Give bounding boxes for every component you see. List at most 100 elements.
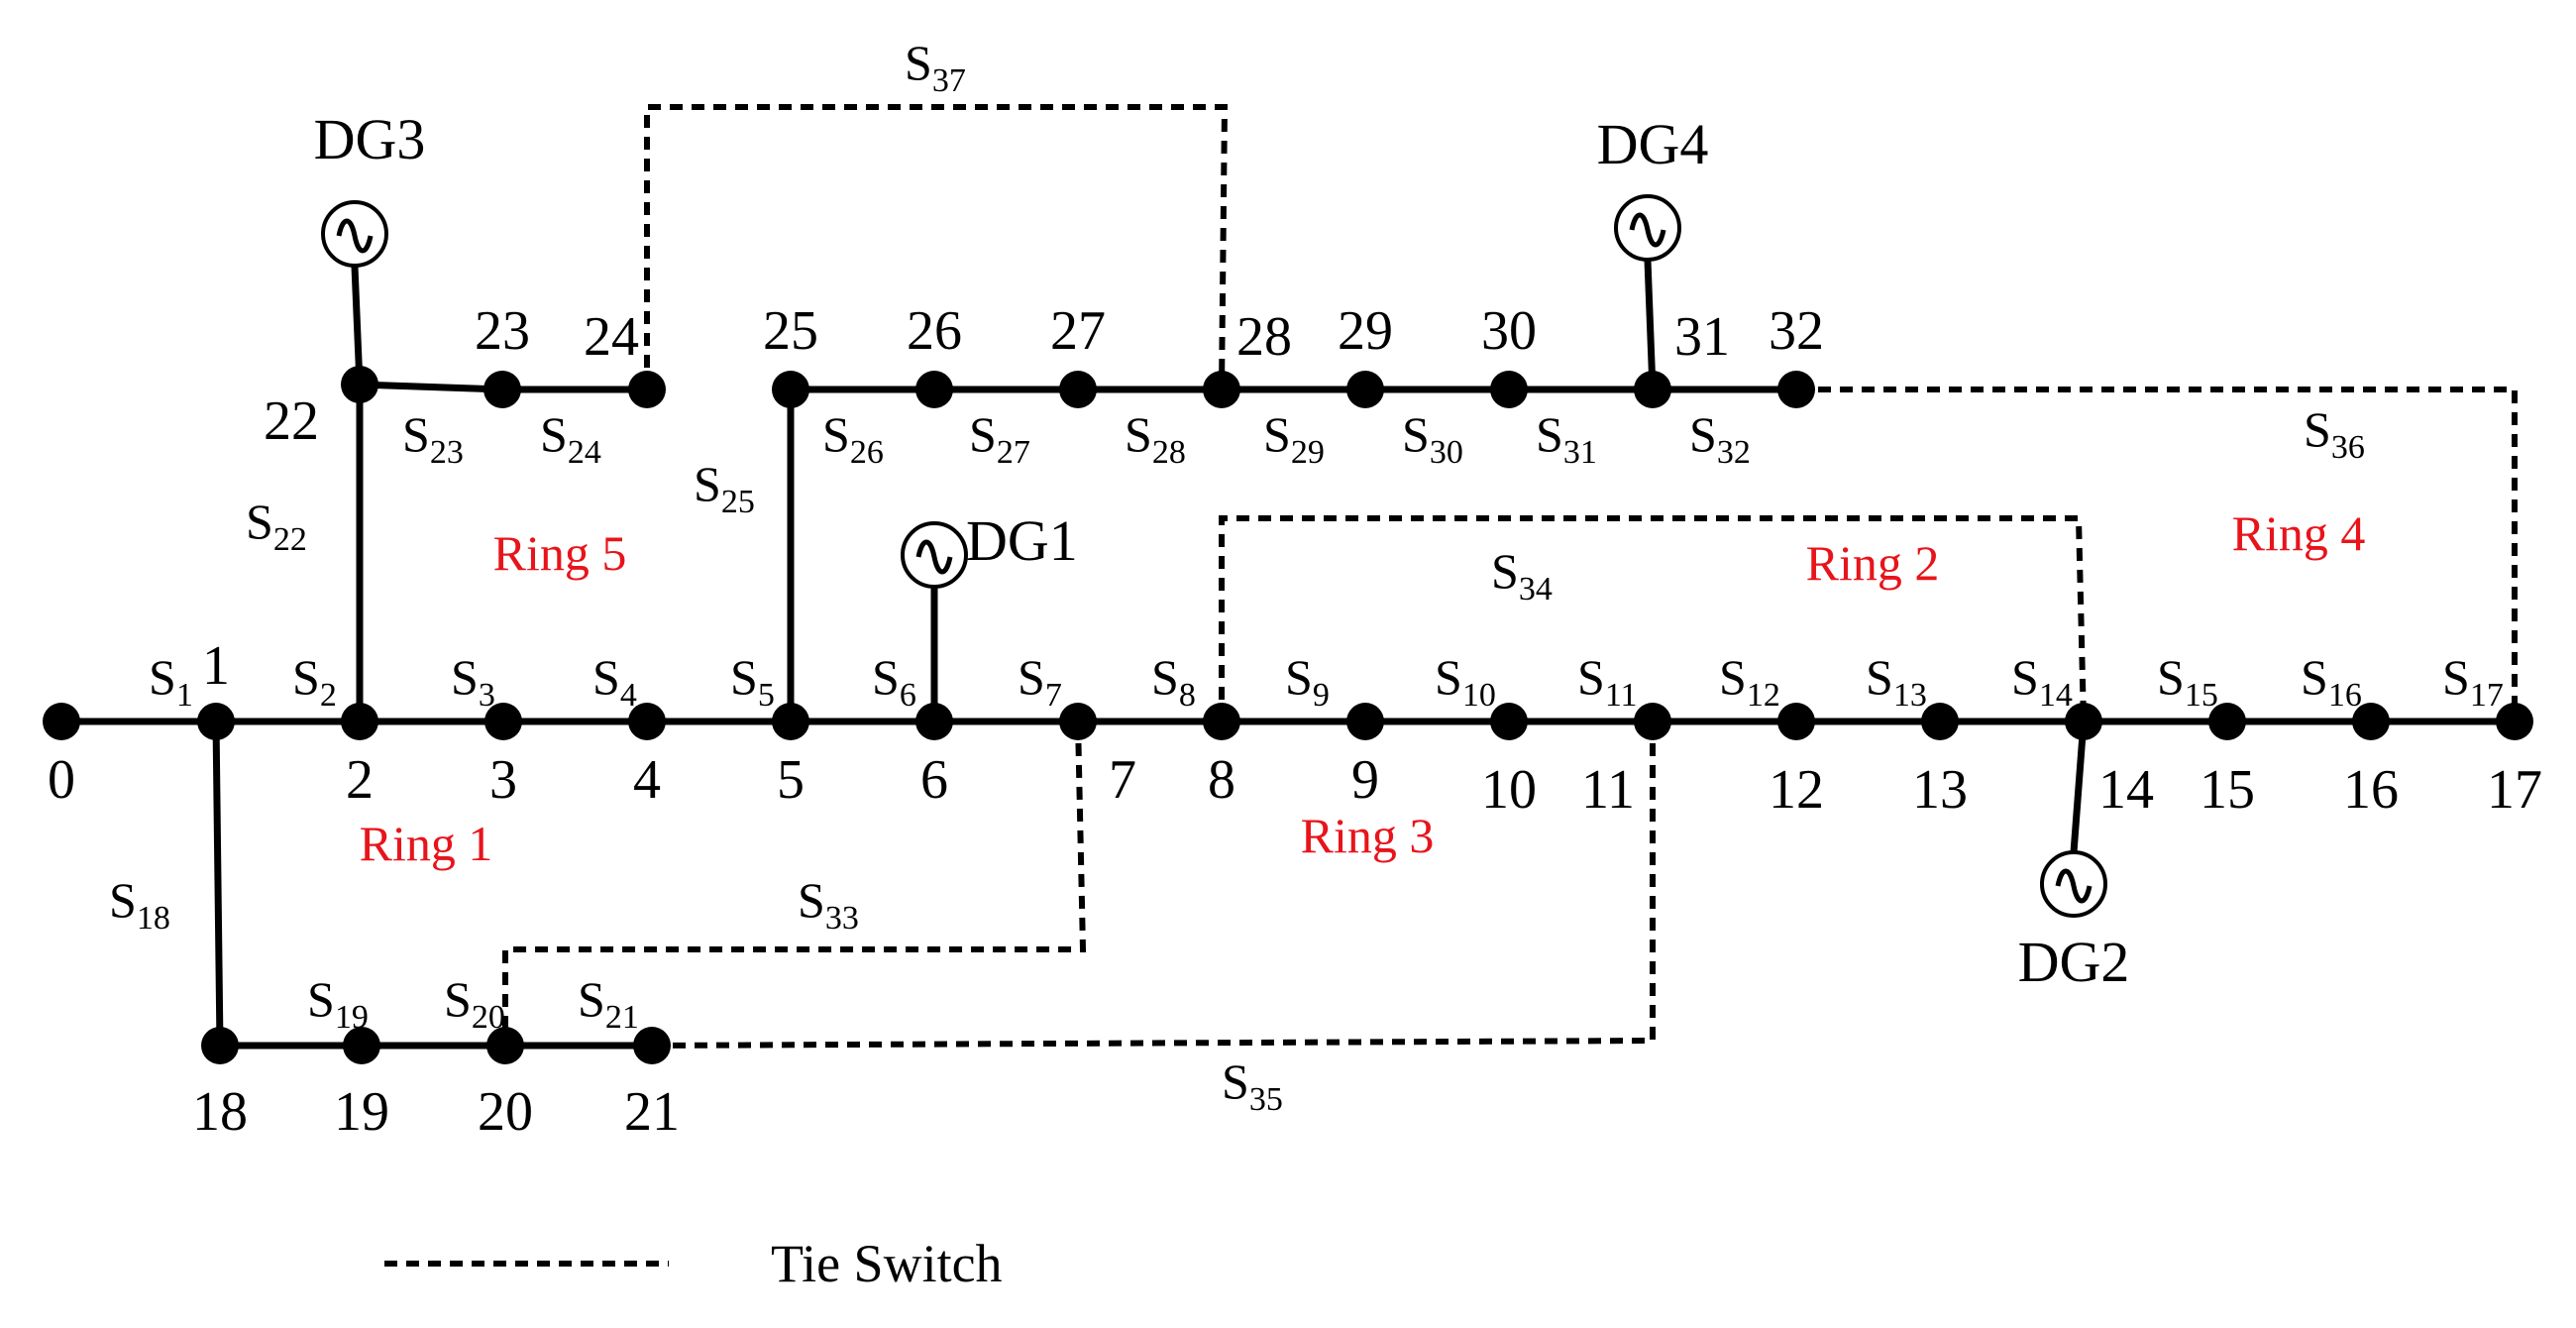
- switch-label-s23: S23: [402, 406, 464, 471]
- switch-label-s7: S7: [1018, 649, 1062, 714]
- feeder-lines: [61, 104, 2518, 1050]
- switch-label-s13: S13: [1866, 649, 1927, 714]
- bus-label-15: 15: [2200, 759, 2255, 821]
- switch-label-s20: S20: [444, 971, 505, 1036]
- bus-node-2: [341, 703, 378, 740]
- line-s36: [1796, 387, 2518, 721]
- bus-node-32: [1777, 371, 1815, 408]
- bus-label-29: 29: [1338, 300, 1393, 362]
- bus-node-7: [1059, 703, 1097, 740]
- bus-node-18: [201, 1027, 239, 1064]
- sine-wave-icon: [1629, 212, 1666, 248]
- bus-label-13: 13: [1912, 759, 1968, 821]
- line-s37: [644, 104, 1229, 390]
- bus-label-16: 16: [2343, 759, 2399, 821]
- switch-label-s10: S10: [1435, 649, 1496, 714]
- switch-label-s11: S11: [1577, 649, 1638, 714]
- bus-label-24: 24: [584, 306, 639, 368]
- bus-node-0: [43, 703, 80, 740]
- bus-node-24: [628, 371, 666, 408]
- bus-label-2: 2: [346, 749, 374, 811]
- bus-label-28: 28: [1236, 306, 1292, 368]
- bus-node-9: [1346, 703, 1384, 740]
- bus-label-18: 18: [192, 1081, 248, 1143]
- ring-1-label: Ring 1: [360, 816, 493, 871]
- bus-label-0: 0: [48, 749, 75, 811]
- bus-label-21: 21: [624, 1081, 680, 1143]
- switch-label-s4: S4: [592, 649, 637, 714]
- switch-label-s24: S24: [540, 406, 601, 471]
- bus-node-29: [1346, 371, 1384, 408]
- generator-label-dg1: DG1: [966, 508, 1078, 573]
- bus-node-14: [2065, 703, 2102, 740]
- ring-4-label: Ring 4: [2232, 505, 2366, 561]
- bus-node-8: [1203, 703, 1240, 740]
- bus-node-23: [483, 371, 521, 408]
- bus-label-9: 9: [1351, 749, 1379, 811]
- bus-node-5: [772, 703, 809, 740]
- bus-node-16: [2352, 703, 2390, 740]
- sine-wave-icon: [915, 539, 953, 575]
- generator-label-dg4: DG4: [1597, 112, 1709, 176]
- line-s18: [212, 720, 224, 1047]
- bus-node-22: [341, 366, 378, 403]
- switch-label-s1: S1: [149, 649, 193, 714]
- switch-label-s25: S25: [694, 456, 755, 520]
- bus-node-27: [1059, 371, 1097, 408]
- ring-2-label: Ring 2: [1806, 535, 1940, 591]
- switch-label-s31: S31: [1536, 406, 1597, 471]
- bus-node-15: [2208, 703, 2246, 740]
- bus-label-19: 19: [334, 1081, 389, 1143]
- switch-label-s15: S15: [2157, 649, 2218, 714]
- switch-label-s21: S21: [578, 971, 639, 1036]
- bus-label-11: 11: [1581, 759, 1635, 821]
- switch-label-s8: S8: [1151, 649, 1196, 714]
- bus-node-1: [197, 703, 235, 740]
- bus-label-4: 4: [633, 749, 661, 811]
- switch-label-s18: S18: [109, 872, 170, 937]
- generator-link-dg3: [351, 266, 364, 386]
- line-s23: [359, 381, 503, 393]
- bus-label-3: 3: [489, 749, 517, 811]
- sine-wave-icon: [336, 218, 374, 254]
- switch-label-s5: S5: [730, 649, 775, 714]
- bus-node-4: [628, 703, 666, 740]
- bus-node-11: [1634, 703, 1671, 740]
- bus-label-17: 17: [2487, 759, 2542, 821]
- bus-node-25: [772, 371, 809, 408]
- bus-label-23: 23: [475, 300, 530, 362]
- switch-label-s19: S19: [307, 971, 369, 1036]
- bus-label-25: 25: [763, 300, 818, 362]
- line-s34: [1219, 515, 2087, 722]
- bus-label-8: 8: [1208, 749, 1235, 811]
- bus-node-31: [1634, 371, 1671, 408]
- switch-label-s6: S6: [872, 649, 916, 714]
- bus-label-10: 10: [1481, 759, 1537, 821]
- bus-node-6: [915, 703, 953, 740]
- switch-label-s2: S2: [292, 649, 337, 714]
- bus-label-7: 7: [1109, 749, 1136, 811]
- switch-label-s33: S33: [798, 872, 859, 937]
- switch-label-s16: S16: [2301, 649, 2362, 714]
- tie-switch-legend-label: Tie Switch: [771, 1234, 1003, 1293]
- bus-node-10: [1490, 703, 1528, 740]
- switch-label-s36: S36: [2304, 401, 2365, 466]
- bus-label-32: 32: [1769, 300, 1824, 362]
- bus-node-26: [915, 371, 953, 408]
- switch-label-s30: S30: [1402, 406, 1463, 471]
- switch-label-s28: S28: [1125, 406, 1186, 471]
- switch-label-s17: S17: [2442, 649, 2504, 714]
- line-s33: [502, 720, 1087, 1046]
- generator-label-dg3: DG3: [314, 107, 426, 171]
- bus-node-21: [633, 1027, 671, 1064]
- bus-node-30: [1490, 371, 1528, 408]
- bus-node-17: [2496, 703, 2533, 740]
- ring-5-label: Ring 5: [493, 525, 627, 581]
- bus-label-1: 1: [202, 635, 230, 697]
- bus-label-22: 22: [264, 390, 319, 452]
- switch-label-s14: S14: [2011, 649, 2073, 714]
